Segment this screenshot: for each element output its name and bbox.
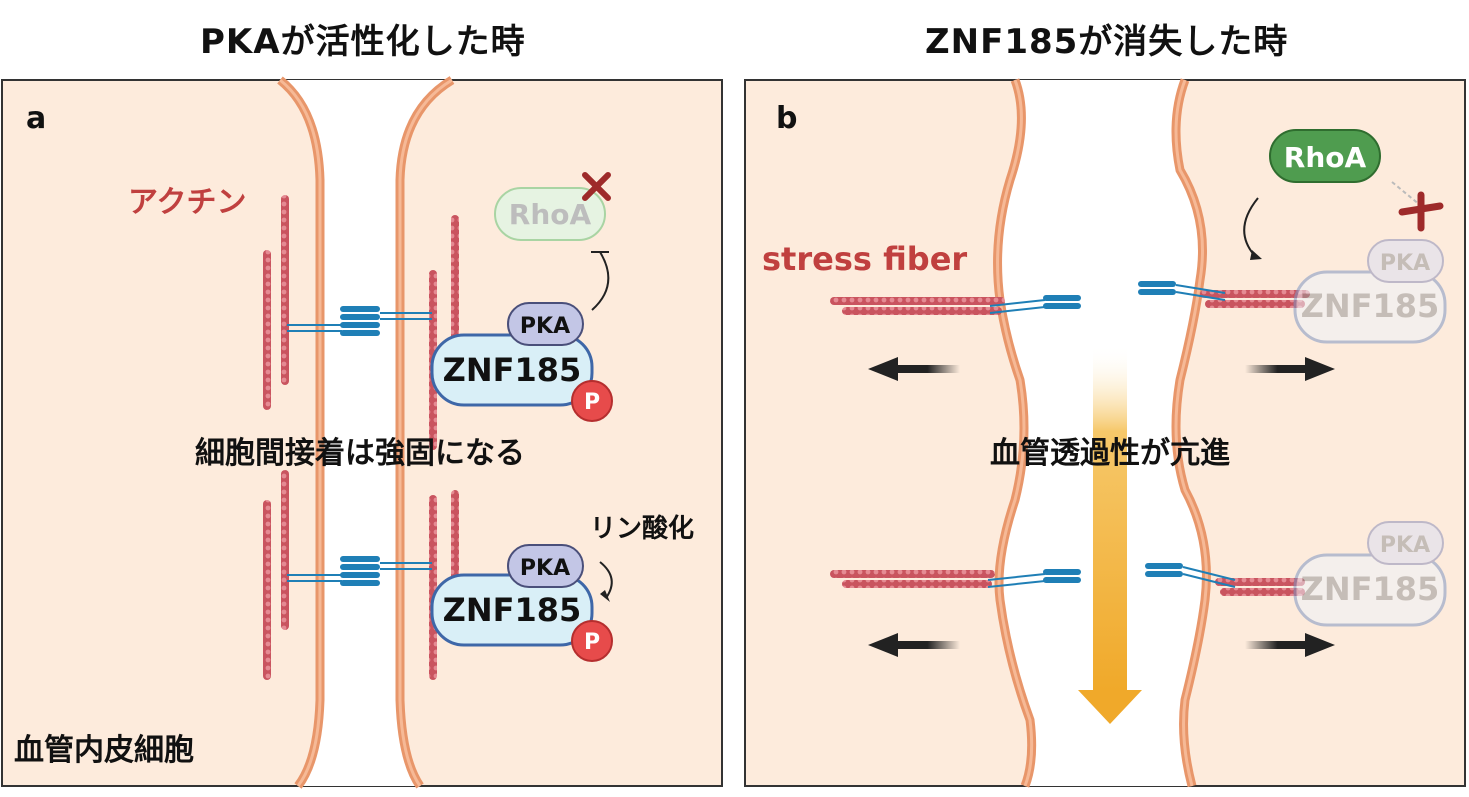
znf185-complex-lower: ZNF185 PKA P (430, 544, 613, 662)
znf185-complex-upper: ZNF185 PKA P (430, 302, 613, 422)
svg-text:P: P (584, 390, 600, 415)
activation-arrow (1243, 197, 1259, 257)
svg-text:PKA: PKA (520, 556, 570, 581)
panel-a-heading: PKAが活性化した時 (200, 22, 526, 62)
actin-filament (281, 470, 289, 630)
panel-b-heading: ZNF185が消失した時 (925, 22, 1289, 62)
svg-text:ZNF185: ZNF185 (1301, 287, 1440, 325)
actin-filament (429, 495, 437, 680)
panel-b: b stress fiber (744, 78, 1466, 788)
svg-text:PKA: PKA (1380, 533, 1430, 558)
inhibition-cross-icon (1398, 191, 1444, 232)
actin-filament (263, 500, 271, 680)
permeability-label: 血管透過性が亢進 (990, 436, 1230, 471)
phosphate-icon (571, 620, 613, 662)
cadherin-cluster (340, 306, 380, 336)
adhesion-label: 細胞間接着は強固になる (195, 436, 525, 471)
svg-text:ZNF185: ZNF185 (443, 351, 582, 389)
svg-text:ZNF185: ZNF185 (443, 591, 582, 629)
inhibition-x-icon (582, 172, 611, 201)
svg-text:ZNF185: ZNF185 (1301, 570, 1440, 608)
permeability-flow-arrow (1078, 345, 1142, 724)
junction-lower-a (263, 470, 459, 680)
znf185-absent-upper: ZNF185 PKA (1293, 239, 1447, 344)
cadherin-cluster (340, 556, 380, 586)
rhoa-inactive: RhoA (494, 172, 611, 241)
svg-text:PKA: PKA (520, 314, 570, 339)
svg-text:RhoA: RhoA (509, 198, 592, 231)
stress-fiber-lower-left (830, 569, 1081, 588)
rhoa-active: RhoA (1269, 129, 1381, 183)
panel-a: a アクチン (1, 76, 723, 789)
actin-filament (281, 195, 289, 385)
svg-text:RhoA: RhoA (1284, 141, 1367, 174)
junction-upper-a (263, 195, 459, 450)
svg-text:PKA: PKA (1380, 251, 1430, 276)
pka-protein (507, 302, 584, 346)
panel-b-letter: b (776, 101, 797, 136)
inhibition-arc (591, 251, 610, 311)
traction-arrow-left (868, 633, 960, 657)
pka-protein (507, 544, 584, 588)
actin-filament (451, 215, 459, 365)
phosphorylation-arrow (599, 561, 613, 599)
traction-arrow-left (868, 357, 960, 381)
stress-fiber-upper-right (1138, 281, 1310, 308)
stress-fiber-upper-left (830, 295, 1081, 315)
znf185-absent-lower: ZNF185 PKA (1293, 521, 1447, 627)
cell-label: 血管内皮細胞 (14, 733, 194, 768)
panel-a-letter: a (26, 101, 46, 136)
stress-fiber-label: stress fiber (762, 240, 967, 278)
actin-label: アクチン (128, 185, 247, 220)
traction-arrow-right (1245, 633, 1335, 657)
actin-filament (263, 250, 271, 410)
phosphate-icon (571, 380, 613, 422)
stress-fiber-lower-right (1145, 563, 1305, 596)
svg-text:P: P (584, 630, 600, 655)
traction-arrow-right (1245, 357, 1335, 381)
phosphorylation-label: リン酸化 (590, 514, 694, 544)
